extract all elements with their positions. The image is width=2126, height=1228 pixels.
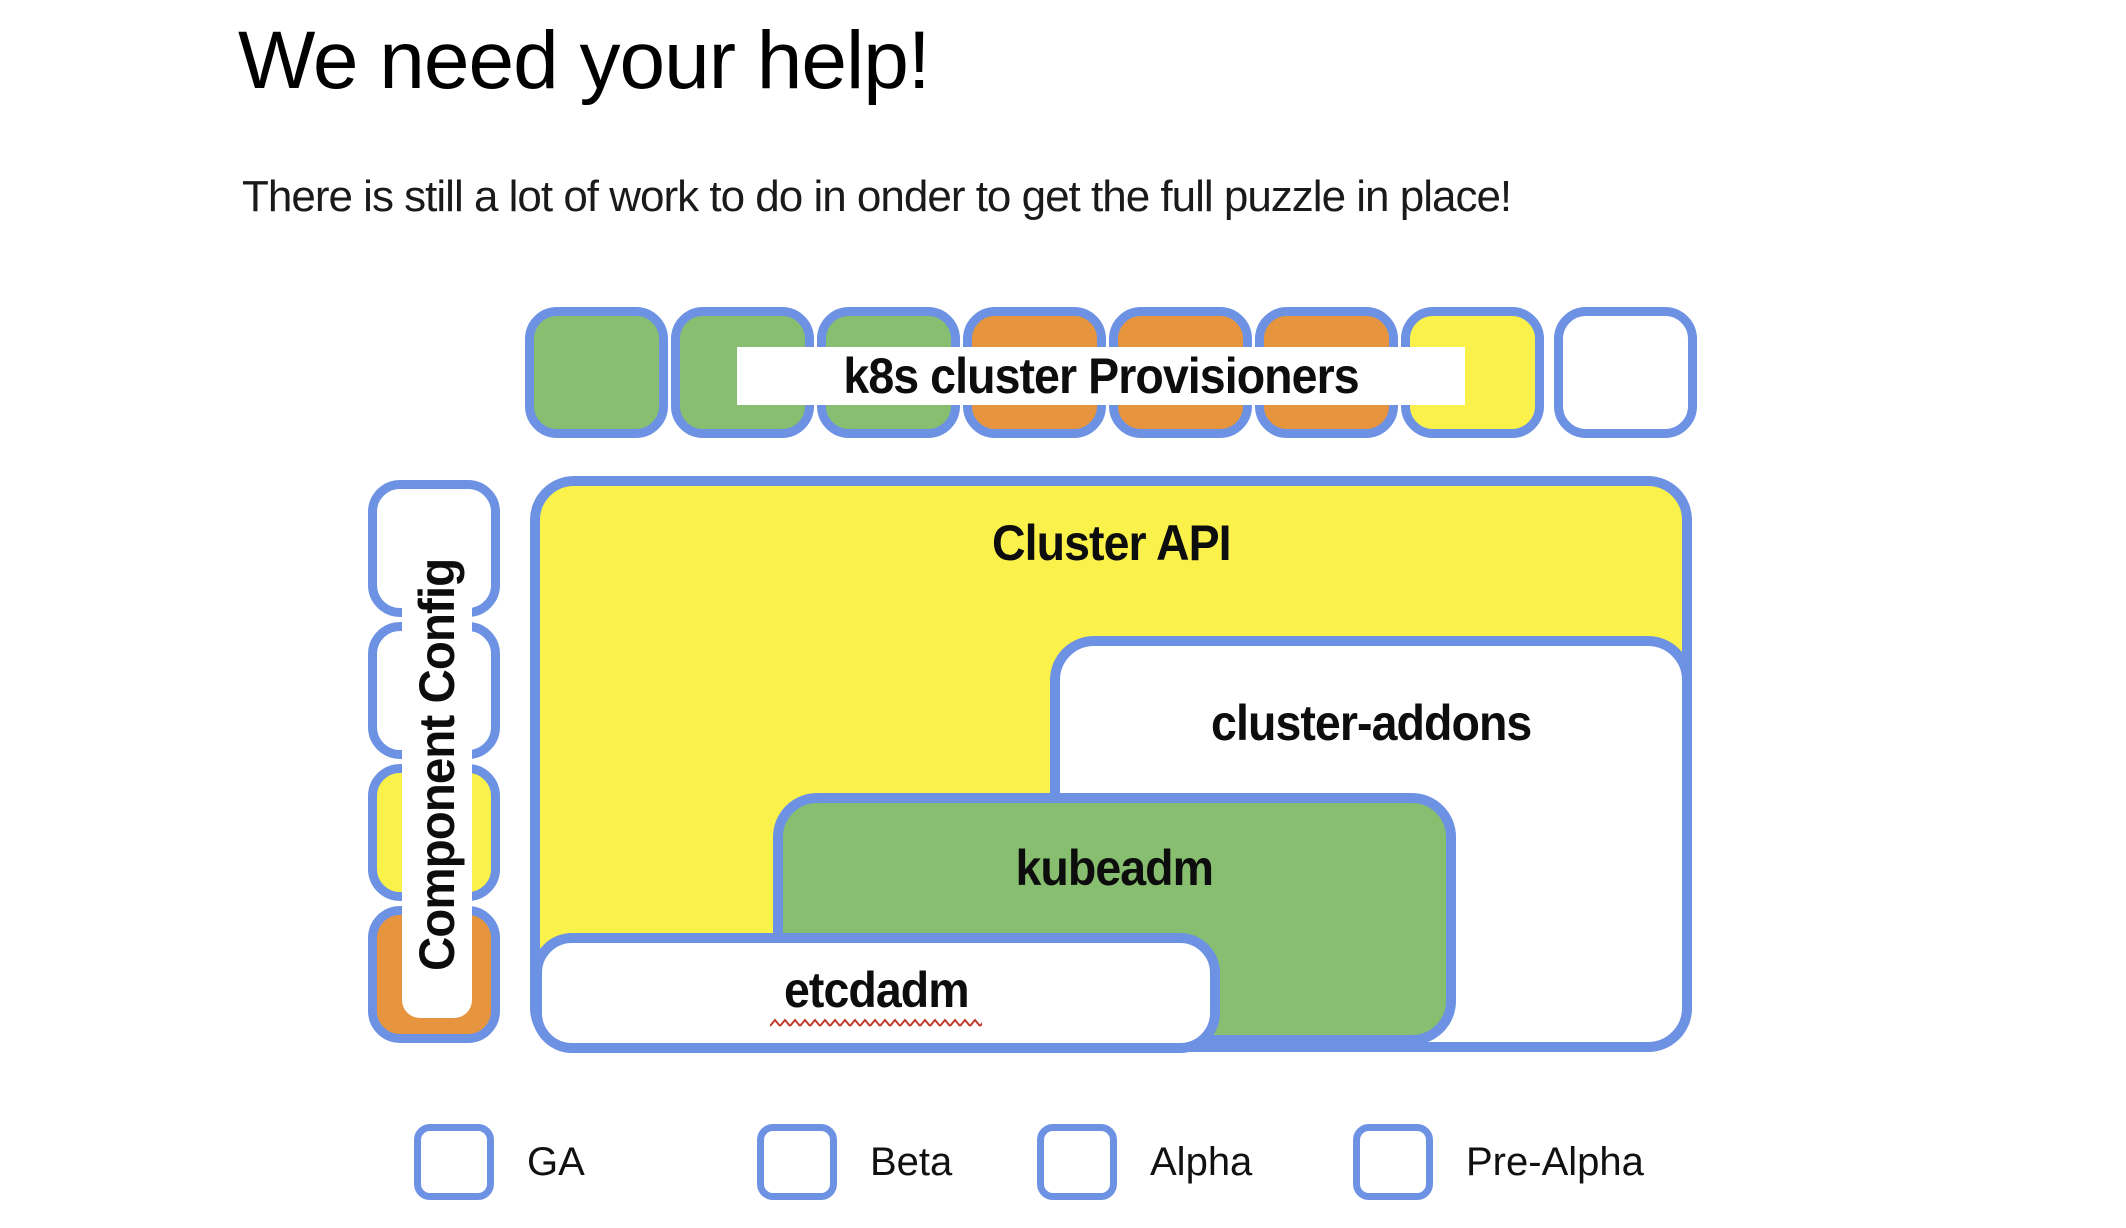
legend: GA Beta Alpha Pre-Alpha (0, 1124, 2126, 1214)
legend-label: Alpha (1150, 1139, 1253, 1184)
legend-item: GA (414, 1124, 585, 1200)
provisioners-label-box: k8s cluster Provisioners (737, 347, 1465, 405)
legend-item: Alpha (1037, 1124, 1252, 1200)
provisioners-label: k8s cluster Provisioners (843, 348, 1359, 404)
legend-swatch (1037, 1124, 1117, 1200)
legend-label: Pre-Alpha (1466, 1139, 1644, 1184)
cluster-api-label: Cluster API (991, 515, 1232, 571)
page-subtitle: There is still a lot of work to do in on… (242, 172, 1512, 221)
etcdadm-box: etcdadm (532, 933, 1220, 1053)
component-config-label: Component Config (409, 558, 465, 972)
etcdadm-label: etcdadm (783, 962, 970, 1018)
legend-item: Beta (757, 1124, 952, 1200)
legend-item: Pre-Alpha (1353, 1124, 1644, 1200)
cluster-addons-label: cluster-addons (1210, 695, 1532, 751)
spellcheck-squiggle-icon (770, 1017, 982, 1029)
page-title: We need your help! (238, 15, 931, 106)
legend-label: Beta (870, 1139, 953, 1184)
legend-swatch (757, 1124, 837, 1200)
provisioner-puzzle-piece (525, 307, 668, 438)
component-config-label-box: Component Config (402, 512, 472, 1018)
legend-label: GA (527, 1139, 585, 1184)
provisioner-puzzle-piece (1554, 307, 1697, 438)
kubeadm-label: kubeadm (1015, 840, 1215, 896)
legend-swatch (1353, 1124, 1433, 1200)
legend-swatch (414, 1124, 494, 1200)
